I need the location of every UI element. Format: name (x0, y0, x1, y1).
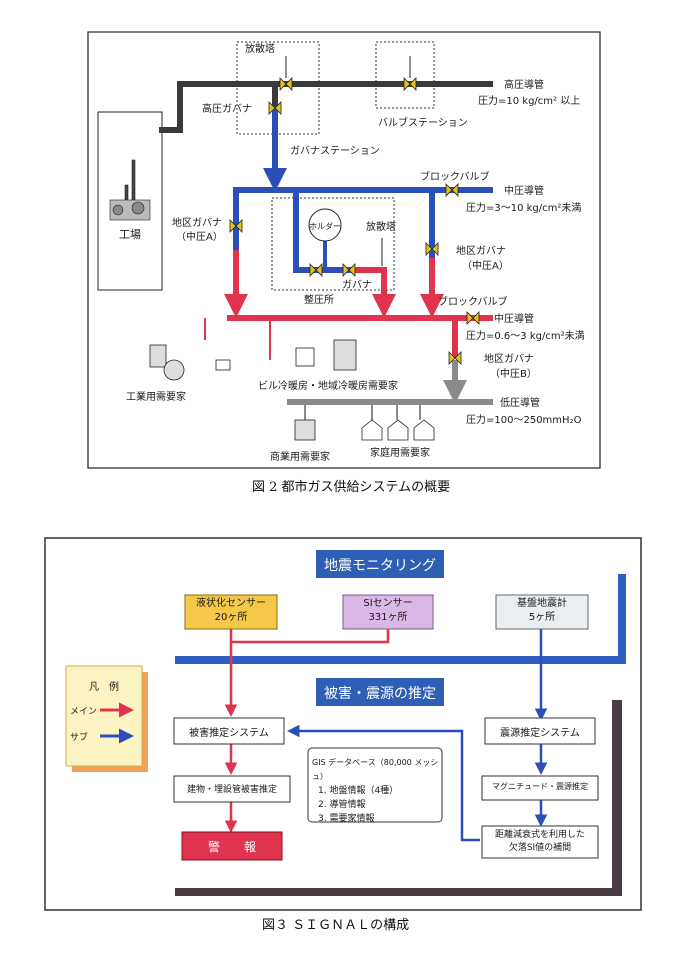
factory: 工場 (97, 111, 163, 291)
holder-label: ホルダー (309, 221, 341, 231)
holder-tank: ホルダー (308, 208, 342, 268)
valve-icon (309, 263, 323, 277)
figure-3-caption: 図３ ＳＩＧＮＡＬの構成 (262, 918, 410, 933)
district-governor-right-label: 地区ガバナ (456, 244, 506, 257)
valve-station-label: バルブステーション (378, 116, 468, 129)
industrial-demand-label: 工業用需要家 (126, 390, 186, 403)
valve-icon (279, 77, 293, 91)
medium-b-pipe (204, 250, 493, 360)
epicenter-system-label: 震源推定システム (500, 728, 580, 739)
diffusion-tower-icons (285, 56, 411, 266)
damage-system-label: 被害推定システム (189, 728, 269, 739)
high-pressure-pipe (159, 81, 493, 133)
gis-item: 2. 導管情報 (318, 800, 366, 810)
sensor-liquefaction-name: 液状化センサー (196, 598, 266, 609)
medium-b-main-label: 中圧導管 (494, 312, 534, 325)
low-pressure-pipe (287, 360, 493, 420)
factory-label: 工場 (119, 228, 141, 241)
sensor-seismometer-name: 基盤地震計 (517, 598, 567, 609)
block-valve-1-label: ブロックバルブ (420, 170, 490, 183)
monitoring-title: 地震モニタリング (324, 558, 436, 574)
sensor-seismometer-label: 基盤地震計 5ヶ所 (496, 597, 588, 625)
district-governor-left-sub: （中圧A） (176, 230, 223, 243)
district-governor-right-sub: （中圧A） (462, 259, 509, 272)
industrial-icon (149, 344, 231, 381)
interp-label: 距離減衰式を利用した 欠落SI値の補間 (482, 829, 598, 855)
estimation-title: 被害・震源の推定 (324, 686, 436, 702)
interp-line1: 距離減衰式を利用した (494, 830, 585, 840)
diffusion-tower-top-label: 放散塔 (245, 42, 275, 55)
fig2-frame (87, 31, 601, 469)
valve-station-box (375, 41, 435, 109)
gas-supply-diagram: 工場 ホルダー (87, 31, 601, 469)
pressure-station-box (271, 197, 395, 291)
governor-small-label: ガバナ (342, 279, 372, 291)
gis-label: GIS データベース（80,000 メッシュ） 1. 地盤情報（4種） 2. 導… (312, 756, 442, 826)
sensor-liquefaction-label: 液状化センサー 20ヶ所 (185, 597, 277, 625)
figure-2-caption: 図 2 都市ガス供給システムの概要 (252, 480, 451, 495)
legend-main-label: メイン (70, 707, 98, 717)
legend-title: 凡 例 (89, 682, 119, 693)
valve-icon (466, 311, 480, 325)
building-damage-label: 建物・埋設管被害推定 (186, 785, 277, 795)
sensor-liquefaction-count: 20ヶ所 (214, 612, 248, 623)
commercial-icon (294, 419, 316, 441)
valve-icon (229, 219, 243, 233)
household-demand-label: 家庭用需要家 (370, 446, 430, 459)
low-pressure-main-label: 低圧導管 (500, 396, 540, 409)
district-governor-b-label: 地区ガバナ (484, 352, 534, 365)
sensor-si-name: SIセンサー (363, 598, 413, 609)
valve-icon (448, 351, 462, 365)
valve-icon (445, 183, 459, 197)
legend-sub-label: サブ (70, 733, 89, 743)
high-pressure-governor-label: 高圧ガバナ (202, 102, 252, 115)
governor-station-label: ガバナステーション (290, 145, 380, 157)
valve-icon (268, 101, 282, 115)
district-governor-b-sub: （中圧B） (490, 367, 537, 380)
interp-line2: 欠落SI値の補間 (508, 843, 572, 853)
sensor-si-count: 331ヶ所 (368, 612, 408, 623)
district-governor-left-label: 地区ガバナ (172, 216, 222, 229)
medium-b-value-label: 圧力=0.6～3 kg/cm²未満 (466, 329, 585, 342)
medium-a-main-label: 中圧導管 (504, 184, 544, 197)
valve-icon (403, 77, 417, 91)
sensor-si-label: SIセンサー 331ヶ所 (343, 597, 433, 625)
gis-item: 3. 需要家情報 (318, 814, 375, 824)
low-pressure-value-label: 圧力=100～250mmH₂O (466, 413, 582, 426)
governor-station-box (236, 41, 320, 135)
gis-item: 1. 地盤情報（4種） (318, 786, 399, 796)
sensor-seismometer-count: 5ヶ所 (528, 612, 556, 623)
pressure-station-label: 整圧所 (304, 293, 334, 306)
gis-title: GIS データベース（80,000 メッシュ） (312, 758, 439, 781)
magnitude-label: マグニチュード・震源推定 (492, 782, 588, 791)
house-icons (361, 419, 435, 441)
factory-icon (109, 159, 151, 221)
commercial-demand-label: 商業用需要家 (270, 450, 330, 463)
alarm-label: 警 報 (207, 840, 256, 854)
valve-icon (342, 263, 356, 277)
high-pressure-value-label: 圧力=10 kg/cm² 以上 (478, 94, 580, 107)
block-valve-2-label: ブロックバルブ (438, 295, 508, 308)
high-pressure-main-label: 高圧導管 (504, 78, 544, 91)
medium-a-value-label: 圧力=3～10 kg/cm²未満 (466, 201, 581, 214)
diffusion-tower-mid-label: 放散塔 (366, 220, 396, 233)
building-demand-label: ビル冷暖房・地域冷暖房需要家 (258, 379, 398, 392)
valves (229, 77, 480, 365)
building-icon (295, 339, 357, 371)
valve-icon (425, 242, 439, 256)
